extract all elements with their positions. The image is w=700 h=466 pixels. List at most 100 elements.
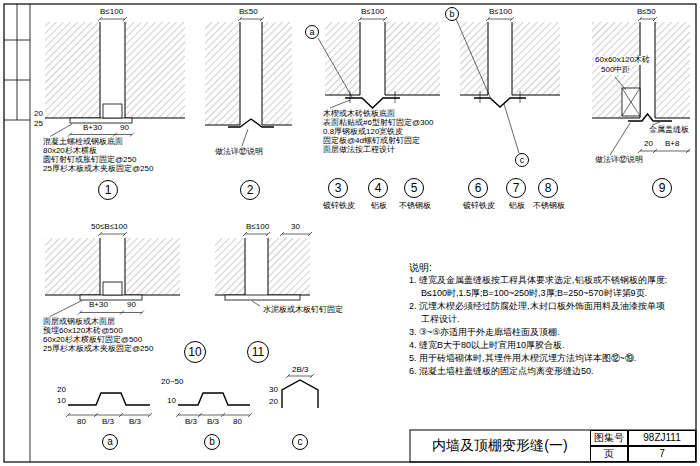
material-name: 铝板: [508, 202, 526, 211]
dimension-line: [280, 232, 312, 236]
leader-line: [318, 38, 352, 108]
detail-reference: c: [292, 434, 308, 450]
dimension: 10: [56, 397, 67, 406]
callout-number: 6: [468, 178, 488, 198]
material-name: 铝板: [370, 202, 388, 211]
cover-board: [103, 104, 122, 118]
cover-plate: [228, 119, 274, 127]
wall-section: [125, 22, 185, 118]
cover-board: [70, 88, 640, 300]
node-text: c: [520, 156, 525, 165]
cover-plate: [178, 393, 250, 405]
callout-text: 表面粘贴或#6型射钉固定@300: [322, 119, 434, 128]
dimension: B/3: [101, 418, 115, 427]
callout-text: 圆钉射钉或胀钉固定@250: [42, 156, 137, 165]
detail-reference: b: [445, 7, 459, 21]
node-text: 6: [475, 182, 482, 194]
title-block-cell: 7: [628, 446, 696, 462]
dimension: 25: [33, 120, 44, 129]
drawing-frame: [410, 430, 696, 462]
detail-reference: c: [515, 153, 529, 167]
callout-text: 25厚杉木板或木夹板固定@250: [42, 165, 154, 174]
node-text: 8: [545, 182, 552, 194]
drawing-frame: [4, 4, 30, 462]
cover-plate: [68, 393, 150, 405]
wall-section: [45, 22, 100, 118]
dimension: 20~50: [160, 378, 184, 387]
cover-plate: [282, 380, 318, 408]
node-text: 7: [659, 449, 665, 459]
callout-number: 1: [98, 180, 118, 200]
callout-text: 80x20杉木横板: [42, 147, 98, 156]
material-name: 镀锌铁皮: [462, 202, 496, 211]
dimension-line: [638, 17, 657, 21]
node-text: 2: [247, 184, 254, 196]
callout-number: 11: [247, 341, 269, 363]
cover-plate: [345, 98, 400, 108]
dimension-line: [638, 149, 690, 153]
node-text: 7: [513, 182, 520, 194]
wall-face-line: [45, 238, 180, 295]
wall-section: [460, 22, 488, 95]
dimension-line: [68, 133, 134, 137]
callout-number: 4: [368, 178, 388, 198]
dimension: B≤100: [99, 8, 124, 17]
dimension: 90: [119, 124, 130, 133]
node-text: 98ZJ111: [643, 433, 680, 443]
node-text: b: [449, 10, 454, 19]
wall-face-line: [325, 22, 440, 95]
dimension-line: [98, 232, 127, 236]
dimension: 10: [166, 397, 177, 406]
detail-reference: a: [305, 25, 319, 39]
wall-face-line: [45, 22, 185, 118]
node-text: b: [209, 437, 215, 447]
dimension: 20: [33, 110, 44, 119]
note-text: B≤100时,1.5厚;B=100~250时,3厚;B=250~570时详第9页…: [420, 289, 648, 299]
dimension: B≤50: [636, 8, 657, 17]
detail-reference: b: [204, 434, 220, 450]
cover-board: [103, 282, 122, 295]
node-text: 1: [105, 184, 112, 196]
material-name: 镀锌铁皮: [322, 202, 356, 211]
callout-text: 混凝土螺栓或钢板底面: [42, 138, 124, 147]
leader-line: [242, 129, 248, 146]
dimension: 20: [56, 386, 67, 395]
dimension: B+30: [82, 124, 103, 133]
leader-line: [50, 124, 72, 137]
wall-section: [45, 238, 100, 295]
leader-line: [350, 91, 520, 103]
callout-number: 7: [506, 178, 526, 198]
node-text: 图集号: [594, 433, 624, 443]
dimension-line: [66, 413, 152, 417]
dimension: 30: [290, 223, 301, 232]
callout-text: 面层或钢板或木面层: [42, 318, 116, 327]
dimension: 30: [268, 386, 279, 395]
cover-board: [225, 295, 300, 300]
drawing-frame: [4, 4, 696, 462]
drawing-frame: [4, 4, 696, 462]
title-block-cell: 图集号: [590, 430, 628, 446]
dimension: B≤100: [245, 223, 270, 232]
wall-face-line: [205, 22, 292, 125]
note-text: 2. 沉埋木楔必须经过防腐处理,木封口板外饰面用料及油漆按单项: [408, 302, 666, 312]
leader-line: [456, 19, 519, 153]
detail-reference: a: [102, 434, 118, 450]
note-text: 3. ③~⑤亦适用于外走廊墙柱面及顶棚.: [408, 328, 561, 338]
wall-section: [268, 238, 310, 295]
dimension: 2B/3: [291, 366, 309, 375]
wall-section: [215, 238, 245, 295]
dimension: 90: [126, 301, 137, 310]
callout-text: 木楔或木砖铁板底面: [322, 110, 396, 119]
callout-number: 10: [184, 341, 206, 363]
dimension: 50≤B≤100: [90, 223, 128, 232]
dimension-line: [238, 17, 264, 21]
callout-text: 金属盖缝板: [648, 126, 690, 135]
wall-face-line: [592, 22, 690, 118]
dimension-line: [66, 17, 690, 417]
dimension: B/3: [128, 418, 142, 427]
leader-line: [610, 77, 660, 155]
material-name: 不锈钢板: [398, 202, 432, 211]
wall-section: [125, 238, 180, 295]
dimension-line: [486, 17, 514, 21]
